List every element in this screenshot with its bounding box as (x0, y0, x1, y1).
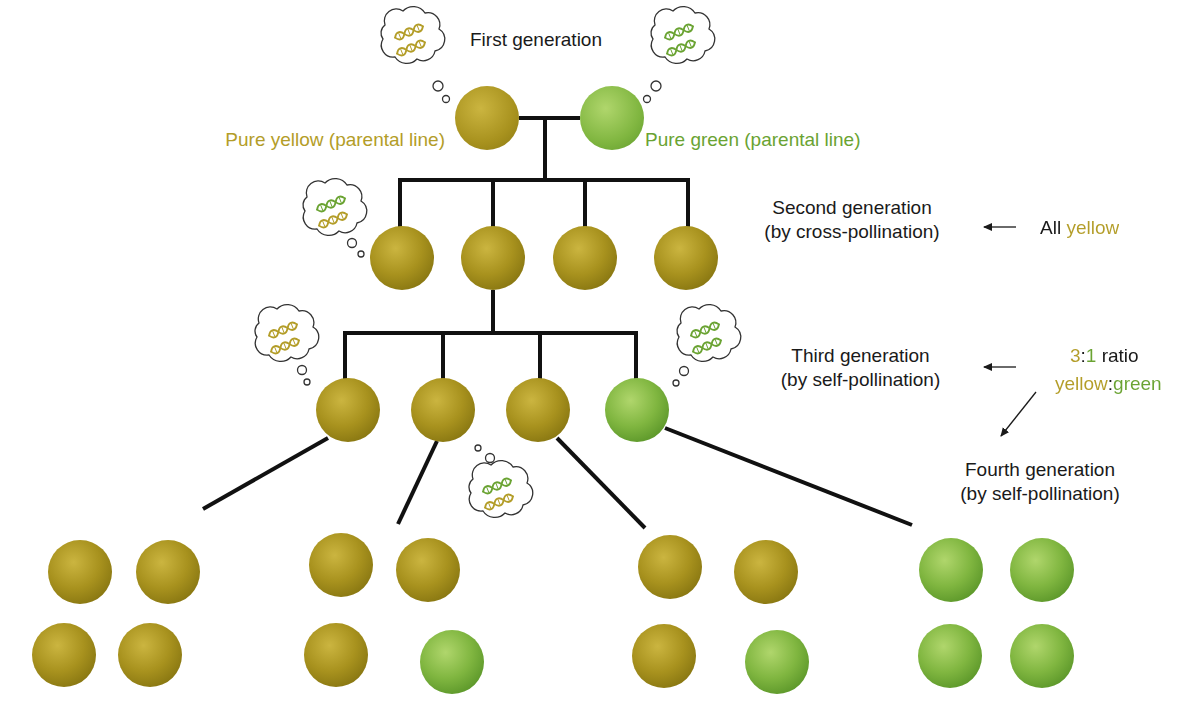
tree-line (398, 178, 690, 182)
tree-line (665, 428, 912, 525)
yellow-pea (304, 623, 368, 687)
tree-line (557, 438, 645, 528)
green-pea (1010, 624, 1074, 688)
yellow-pea (136, 540, 200, 604)
parent-pea: Pure yellow (parental line) (455, 86, 519, 150)
bubble-tail (673, 380, 679, 386)
green-pea (420, 630, 484, 694)
yellow-pea (316, 378, 380, 442)
yellow-pea (411, 378, 475, 442)
pointer-arrow (984, 226, 1016, 227)
green-pea (1010, 538, 1074, 602)
generation-label: Third generation (by self-pollination) (777, 344, 944, 392)
yellow-pea (32, 623, 96, 687)
bubble-tail (358, 251, 364, 257)
generation-label: 3:1 ratio (1070, 344, 1139, 368)
pea-label: Pure yellow (parental line) (225, 128, 445, 152)
tree-line (538, 333, 542, 380)
dna-bubble (255, 305, 319, 362)
yellow-pea (370, 226, 434, 290)
tree-line (634, 333, 638, 380)
yellow-pea (632, 624, 696, 688)
bubble-tail (298, 366, 307, 375)
yellow-pea (638, 535, 702, 599)
green-pea (745, 630, 809, 694)
tree-line (491, 180, 495, 228)
cross-line (519, 116, 580, 120)
tree-line (441, 333, 445, 380)
bubble-tail (433, 81, 443, 91)
yellow-pea (309, 533, 373, 597)
pea-label: Pure green (parental line) (645, 128, 860, 152)
generation-label: First generation (470, 28, 602, 52)
tree-line (543, 118, 547, 182)
tree-line (343, 331, 638, 335)
generation-label: Second generation (by cross-pollination) (761, 196, 943, 244)
generation-label: All yellow (1040, 216, 1119, 240)
dna-bubble (303, 179, 367, 236)
pointer-arrow (1001, 392, 1036, 436)
parent-pea: Pure green (parental line) (580, 86, 644, 150)
bubble-tail (348, 239, 357, 248)
green-pea (605, 378, 669, 442)
yellow-pea (654, 226, 718, 290)
tree-line (343, 333, 347, 380)
green-pea (919, 538, 983, 602)
bubble-tail (486, 454, 495, 463)
tree-line (398, 441, 437, 524)
yellow-pea (396, 538, 460, 602)
generation-label: yellow:green (1055, 372, 1162, 396)
bubble-tail (304, 379, 310, 385)
bubble-tail (644, 96, 651, 103)
green-pea (918, 624, 982, 688)
generation-label: Fourth generation (by self-pollination) (955, 458, 1125, 506)
dna-bubble (677, 305, 741, 362)
bubble-tail (651, 81, 661, 91)
yellow-pea (118, 623, 182, 687)
dna-bubble (469, 461, 533, 518)
bubble-tail (680, 367, 689, 376)
yellow-pea (506, 378, 570, 442)
tree-line (398, 180, 402, 228)
tree-line (686, 180, 690, 228)
bubble-tail (443, 96, 450, 103)
tree-line (203, 438, 328, 509)
yellow-pea (48, 540, 112, 604)
bubble-tail (475, 445, 481, 451)
dna-bubble (651, 7, 715, 64)
yellow-pea (553, 226, 617, 290)
tree-line (491, 290, 495, 335)
dna-bubble (381, 7, 445, 64)
pointer-arrow (984, 366, 1016, 367)
yellow-pea (461, 226, 525, 290)
tree-line (583, 180, 587, 228)
yellow-pea (734, 540, 798, 604)
